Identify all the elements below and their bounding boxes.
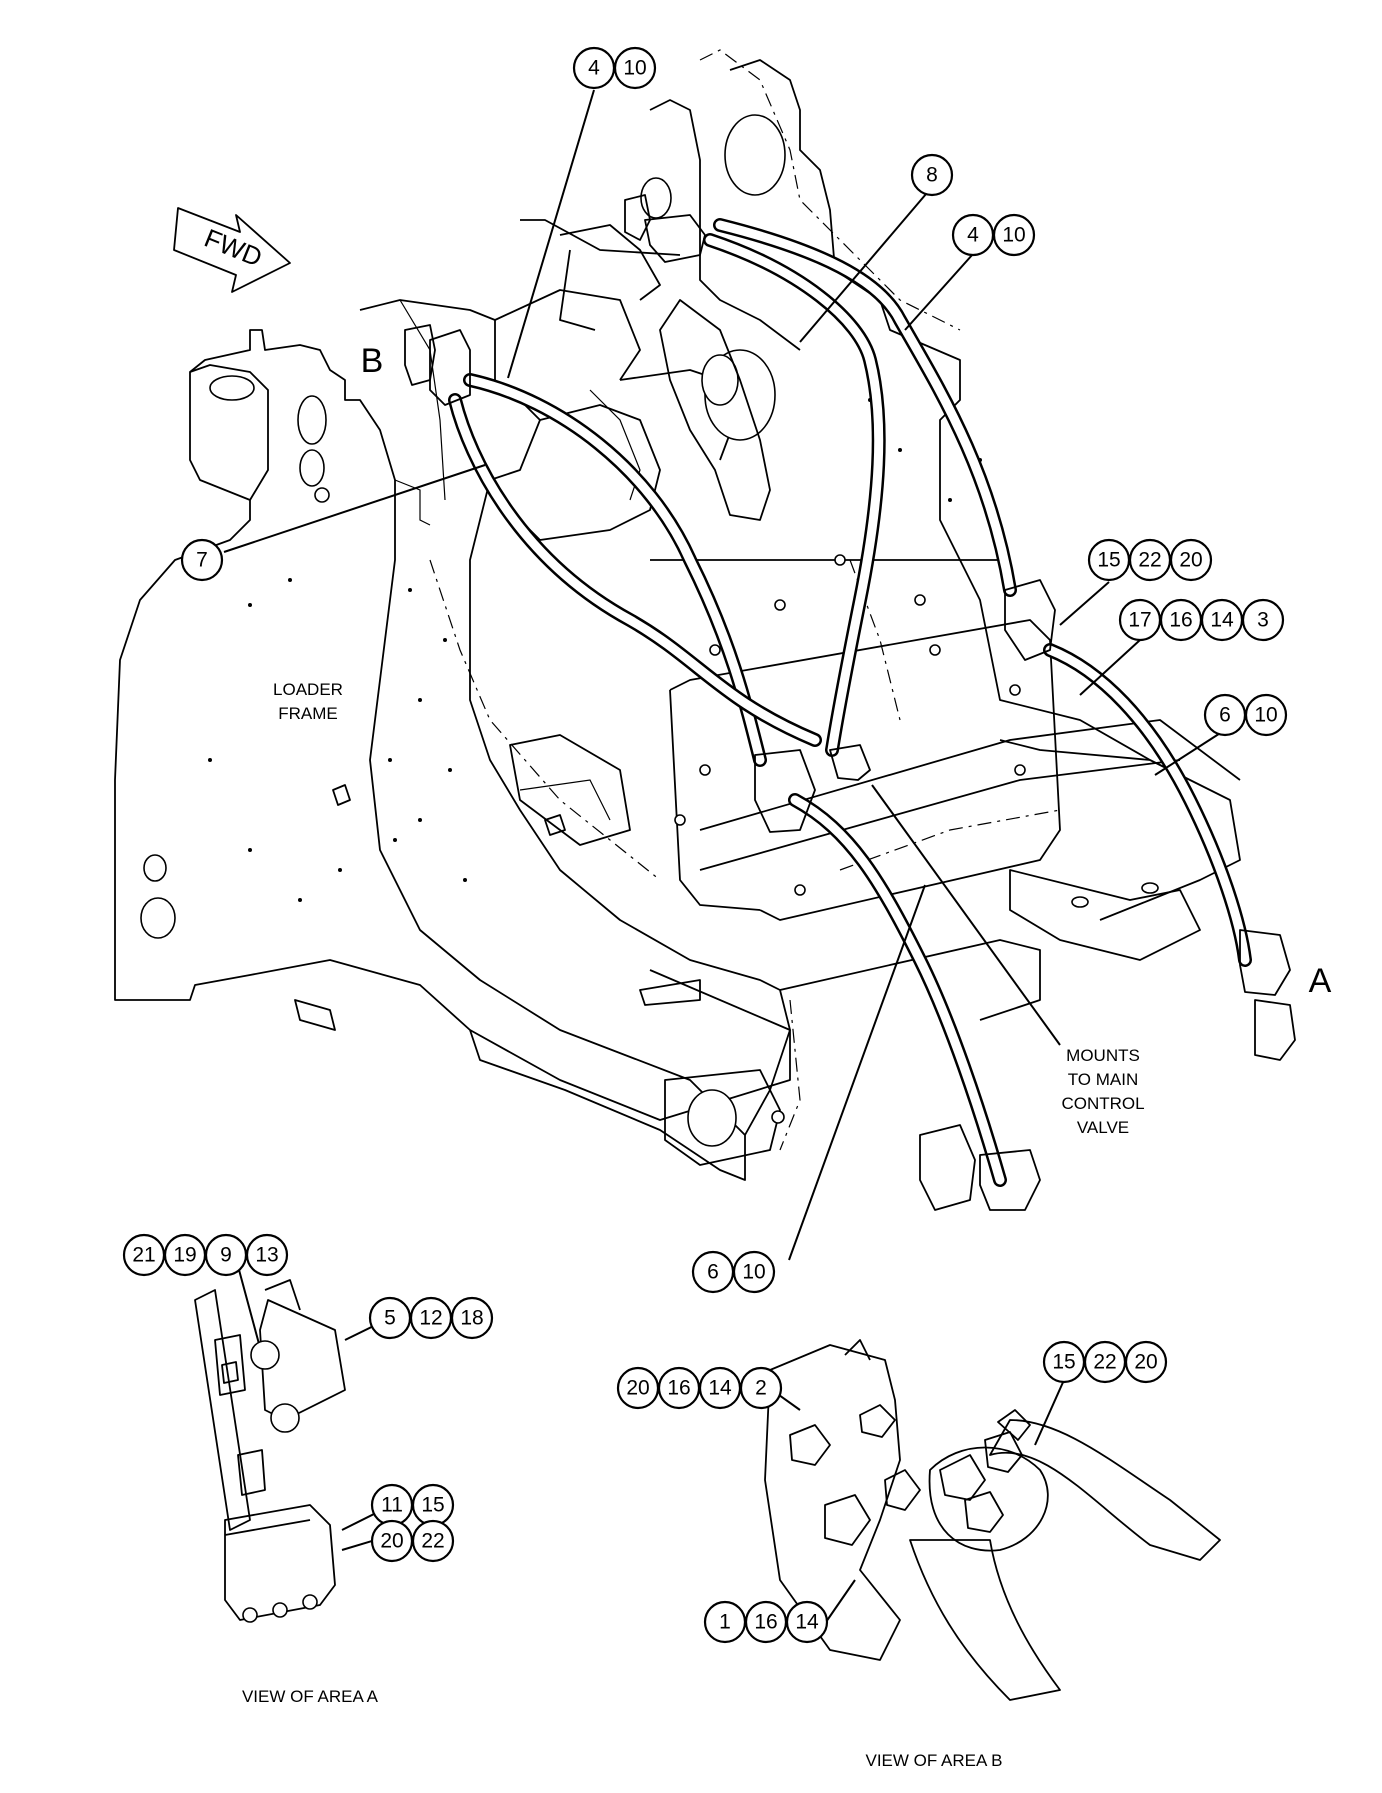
callout-number: 20	[1134, 1351, 1157, 1374]
callout-group-g11: 11 15	[370, 1483, 455, 1527]
callout-group-g3: 4 10	[951, 213, 1036, 257]
callout-number: 6	[1219, 704, 1231, 727]
callout-number: 19	[173, 1244, 196, 1267]
callout-number: 15	[1052, 1351, 1075, 1374]
callout-number: 15	[421, 1494, 444, 1517]
callout-number: 4	[967, 224, 979, 247]
callout-balloon	[732, 1250, 776, 1294]
callout-group-g7: 6 10	[1203, 693, 1288, 737]
callout-group-g13: 20 16 14 2	[616, 1366, 783, 1410]
fwd-arrow: FWD	[173, 207, 291, 293]
callout-number: 1	[719, 1611, 731, 1634]
callout-number: 10	[623, 57, 646, 80]
callout-number: 10	[1254, 704, 1277, 727]
callout-number: 5	[384, 1307, 396, 1330]
callout-number: 8	[926, 164, 938, 187]
area-b-marker: B	[361, 342, 384, 380]
callout-number: 3	[1257, 609, 1269, 632]
callout-number: 9	[220, 1244, 232, 1267]
callout-balloon	[1244, 693, 1288, 737]
callout-group-g10: 5 12 18	[368, 1296, 494, 1340]
mounts-label-line1: MOUNTS	[1066, 1046, 1140, 1065]
callout-balloon	[1169, 538, 1213, 582]
callout-balloon	[411, 1519, 455, 1563]
callout-number: 21	[132, 1244, 155, 1267]
callout-number: 22	[1093, 1351, 1116, 1374]
callout-balloon	[613, 46, 657, 90]
callout-number: 14	[1210, 609, 1234, 632]
mounts-label-line3: CONTROL	[1061, 1094, 1144, 1113]
callout-number: 20	[626, 1377, 649, 1400]
callout-balloon	[245, 1233, 289, 1277]
callout-group-g14: 15 22 20	[1042, 1340, 1168, 1384]
callout-balloon	[910, 153, 954, 197]
callout-number: 11	[381, 1494, 403, 1517]
callout-number: 18	[460, 1307, 483, 1330]
callout-balloon	[739, 1366, 783, 1410]
mounts-label-line2: TO MAIN	[1068, 1070, 1139, 1089]
callout-group-g1: 4 10	[572, 46, 657, 90]
callout-number: 22	[421, 1530, 444, 1553]
callout-balloon	[785, 1600, 829, 1644]
callout-group-g5: 15 22 20	[1087, 538, 1213, 582]
loader-frame-label-line2: FRAME	[278, 704, 338, 723]
view-area-b-caption: VIEW OF AREA B	[866, 1751, 1003, 1770]
callout-number: 12	[419, 1307, 442, 1330]
callout-balloon	[992, 213, 1036, 257]
callout-number: 20	[380, 1530, 403, 1553]
callout-number: 4	[588, 57, 600, 80]
loader-frame-drawing	[114, 49, 1241, 1181]
callout-number: 13	[255, 1244, 278, 1267]
loader-frame-label-line1: LOADER	[273, 680, 343, 699]
callout-group-g9: 21 19 9 13	[122, 1233, 289, 1277]
callout-group-g6: 17 16 14 3	[1118, 598, 1285, 642]
callout-number: 22	[1138, 549, 1161, 572]
callout-number: 2	[755, 1377, 767, 1400]
callout-number: 16	[667, 1377, 690, 1400]
callout-number: 17	[1128, 609, 1151, 632]
callout-balloon	[180, 538, 224, 582]
callout-number: 6	[707, 1261, 719, 1284]
callout-number: 7	[196, 549, 208, 572]
hose-lines	[404, 194, 1296, 1211]
callout-group-g4: 7	[180, 538, 224, 582]
callout-number: 16	[1169, 609, 1192, 632]
mounts-label-line4: VALVE	[1077, 1118, 1129, 1137]
area-a-marker: A	[1309, 962, 1332, 1000]
callout-number: 10	[742, 1261, 765, 1284]
callout-balloon	[450, 1296, 494, 1340]
callout-number: 16	[754, 1611, 777, 1634]
view-area-a-caption: VIEW OF AREA A	[242, 1687, 379, 1706]
leader-lines	[223, 89, 1226, 1623]
callout-number: 10	[1002, 224, 1025, 247]
callout-group-g2: 8	[910, 153, 954, 197]
callout-number: 14	[795, 1611, 819, 1634]
callout-group-g8: 6 10	[691, 1250, 776, 1294]
view-area-b-drawing	[764, 1339, 1221, 1701]
callout-number: 20	[1179, 549, 1202, 572]
callout-balloon	[1241, 598, 1285, 642]
view-area-a-drawing	[194, 1279, 346, 1623]
callout-balloon	[1124, 1340, 1168, 1384]
callout-number: 14	[708, 1377, 732, 1400]
callout-group-g15: 1 16 14	[703, 1600, 829, 1644]
callout-number: 15	[1097, 549, 1120, 572]
